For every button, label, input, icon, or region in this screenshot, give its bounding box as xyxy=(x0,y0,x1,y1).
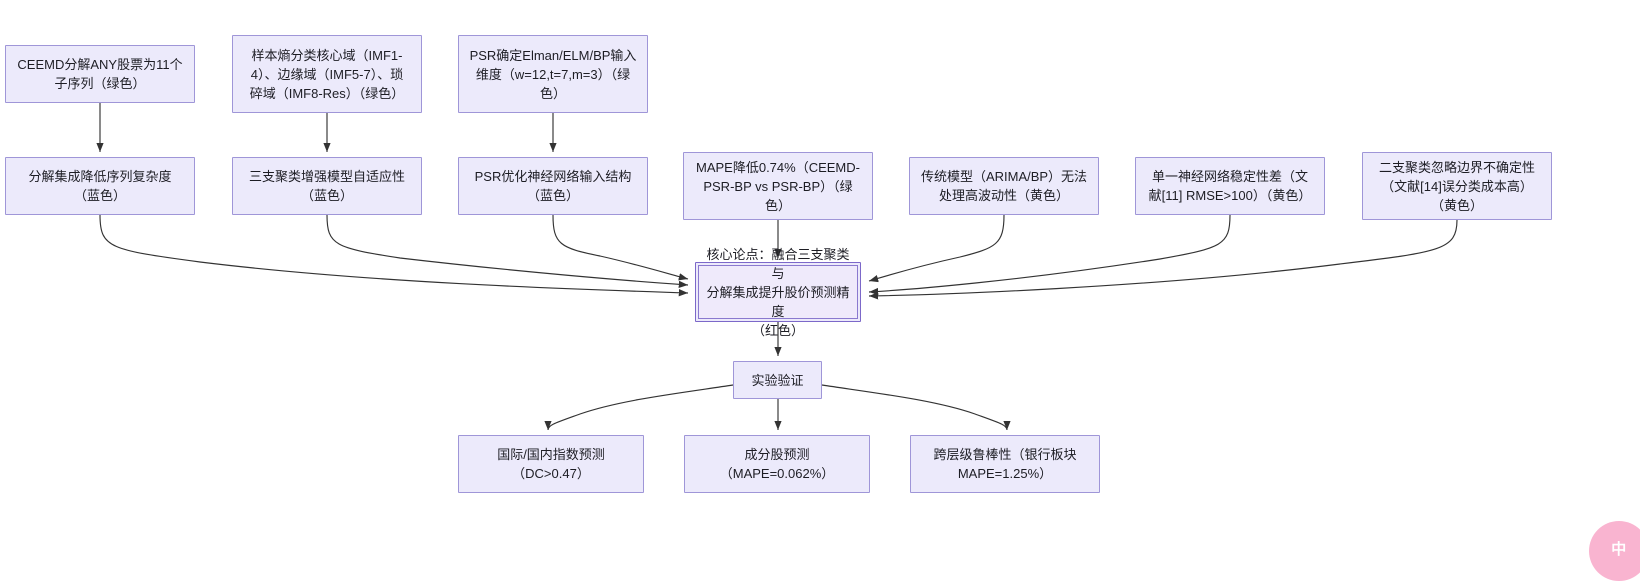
edge-n6-core xyxy=(552,214,689,281)
node-label: 核心论点：融合三支聚类与 分解集成提升股价预测精度 （红色） xyxy=(706,246,850,338)
node-decomposition-reduces-complexity[interactable]: 分解集成降低序列复杂度 （蓝色） xyxy=(5,157,195,215)
node-label: MAPE降低0.74%（CEEMD- PSR-BP vs PSR-BP）（绿 色… xyxy=(696,159,860,213)
node-traditional-model-gap[interactable]: 传统模型（ARIMA/BP）无法 处理高波动性（黄色） xyxy=(909,157,1099,215)
node-sample-entropy-classification[interactable]: 样本熵分类核心域（IMF1- 4）、边缘域（IMF5-7）、琐 碎域（IMF8-… xyxy=(232,35,422,113)
node-label: 跨层级鲁棒性（银行板块 MAPE=1.25%） xyxy=(933,447,1077,481)
node-label: 二支聚类忽略边界不确定性 （文献[14]误分类成本高） （黄色） xyxy=(1378,159,1535,213)
node-label: 单一神经网络稳定性差（文 献[11] RMSE>100）（黄色） xyxy=(1148,169,1312,203)
node-label: CEEMD分解ANY股票为11个 子序列（绿色） xyxy=(17,57,183,91)
node-label: PSR确定Elman/ELM/BP输入 维度（w=12,t=7,m=3）（绿 色… xyxy=(469,47,637,101)
node-result-cross-level-robustness[interactable]: 跨层级鲁棒性（银行板块 MAPE=1.25%） xyxy=(910,435,1100,493)
edge-n10-core xyxy=(868,219,1458,300)
node-single-network-instability-gap[interactable]: 单一神经网络稳定性差（文 献[11] RMSE>100）（黄色） xyxy=(1135,157,1325,215)
edge-n11-n12 xyxy=(544,384,734,431)
edge-n8-core xyxy=(868,214,1005,283)
node-label: 国际/国内指数预测 （DC>0.47） xyxy=(497,447,605,481)
node-result-constituent-stock-forecast[interactable]: 成分股预测 （MAPE=0.062%） xyxy=(684,435,870,493)
edge-n5-core xyxy=(326,214,689,289)
node-label: 样本熵分类核心域（IMF1- 4）、边缘域（IMF5-7）、琐 碎域（IMF8-… xyxy=(249,47,405,101)
node-psr-optimizes-network-structure[interactable]: PSR优化神经网络输入结构 （蓝色） xyxy=(458,157,648,215)
edge-n9-core xyxy=(868,214,1231,296)
edge-n11-n14 xyxy=(821,384,1011,431)
node-ceemd-decomposition[interactable]: CEEMD分解ANY股票为11个 子序列（绿色） xyxy=(5,45,195,103)
node-label: 分解集成降低序列复杂度 （蓝色） xyxy=(28,169,172,203)
node-label: 实验验证 xyxy=(751,372,804,388)
node-label: PSR优化神经网络输入结构 （蓝色） xyxy=(474,169,632,203)
watermark-badge: 中 xyxy=(1589,521,1640,581)
node-core-thesis[interactable]: 核心论点：融合三支聚类与 分解集成提升股价预测精度 （红色） xyxy=(695,247,861,338)
watermark-line1: 中 xyxy=(1611,541,1627,558)
node-two-way-clustering-gap[interactable]: 二支聚类忽略边界不确定性 （文献[14]误分类成本高） （黄色） xyxy=(1362,152,1552,220)
node-three-way-clustering-adaptivity[interactable]: 三支聚类增强模型自适应性 （蓝色） xyxy=(232,157,422,215)
node-experimental-validation[interactable]: 实验验证 xyxy=(733,361,822,399)
node-mape-reduction-evidence[interactable]: MAPE降低0.74%（CEEMD- PSR-BP vs PSR-BP）（绿 色… xyxy=(683,152,873,220)
edge-n4-core xyxy=(99,214,689,297)
node-label: 三支聚类增强模型自适应性 （蓝色） xyxy=(248,169,405,203)
node-psr-input-dimension[interactable]: PSR确定Elman/ELM/BP输入 维度（w=12,t=7,m=3）（绿 色… xyxy=(458,35,648,113)
node-label: 成分股预测 （MAPE=0.062%） xyxy=(719,447,835,481)
node-label: 传统模型（ARIMA/BP）无法 处理高波动性（黄色） xyxy=(920,169,1088,203)
node-result-index-forecast[interactable]: 国际/国内指数预测 （DC>0.47） xyxy=(458,435,644,493)
